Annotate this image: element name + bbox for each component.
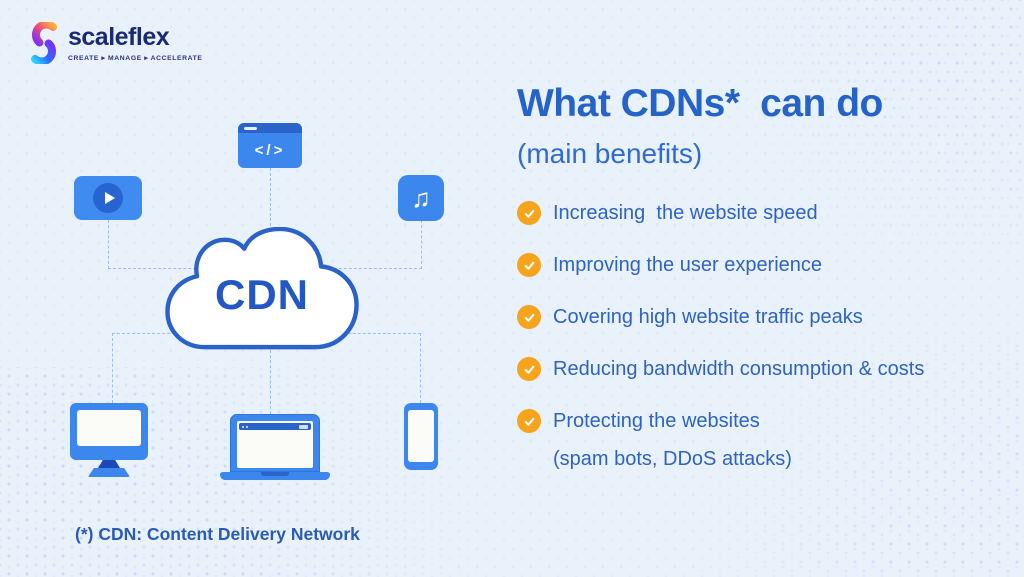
benefit-sublabel: (spam bots, DDoS attacks) — [553, 448, 792, 470]
video-player-icon — [74, 176, 142, 220]
smartphone-icon — [404, 403, 438, 470]
benefit-label: Improving the user experience — [553, 254, 823, 276]
monitor-screen — [77, 410, 141, 446]
brand-tagline: CREATE ▸ MANAGE ▸ ACCELERATE — [68, 55, 203, 62]
code-tag-label: </> — [254, 142, 286, 159]
code-window-icon: </> — [238, 123, 302, 168]
benefit-label: Reducing bandwidth consumption & costs — [553, 358, 925, 380]
brand-name: scaleflex — [68, 23, 170, 51]
benefit-label: Protecting the websites — [553, 410, 760, 432]
code-window-menu-pill — [244, 126, 257, 130]
music-note-glyph: ♫ — [411, 183, 431, 213]
benefit-label: Increasing the website speed — [553, 202, 818, 224]
benefit-item: Increasing the website speed — [517, 200, 818, 226]
check-icon — [517, 201, 541, 225]
check-icon — [517, 357, 541, 381]
check-icon — [517, 305, 541, 329]
benefit-item: Improving the user experience — [517, 252, 822, 278]
footnote: (*) CDN: Content Delivery Network — [75, 524, 360, 544]
page-subtitle: (main benefits) — [517, 138, 703, 169]
phone-screen — [408, 410, 434, 462]
check-icon — [517, 409, 541, 433]
benefit-item: Covering high website traffic peaks — [517, 304, 863, 330]
laptop-screen — [237, 421, 313, 468]
desktop-monitor-icon — [70, 403, 148, 477]
connector-cdn-to-laptop — [270, 350, 271, 414]
monitor-stand-neck — [98, 460, 120, 468]
cdn-cloud: CDN — [163, 227, 361, 355]
connector-cdn-to-phone — [420, 333, 421, 403]
laptop-base — [220, 472, 330, 480]
connector-music-to-cdn — [421, 220, 422, 269]
laptop-icon — [220, 414, 330, 480]
code-window-titlebar — [238, 123, 302, 133]
benefit-item: Protecting the websites — [517, 408, 760, 434]
cloud-shape — [165, 227, 359, 350]
scaleflex-logo: scaleflex CREATE ▸ MANAGE ▸ ACCELERATE — [28, 22, 203, 64]
connector-cdn-to-monitor — [112, 333, 113, 403]
cdn-label: CDN — [215, 271, 309, 318]
benefit-item: Reducing bandwidth consumption & costs — [517, 356, 924, 382]
check-icon — [517, 253, 541, 277]
benefit-label: Covering high website traffic peaks — [553, 306, 863, 328]
page-title: What CDNs* can do — [517, 82, 883, 125]
laptop-browser-bar — [239, 423, 311, 430]
scaleflex-logo-icon — [31, 22, 57, 64]
connector-code-to-cdn — [270, 168, 271, 231]
monitor-stand-foot — [88, 468, 130, 477]
connector-video-to-cdn — [108, 220, 109, 269]
play-icon — [93, 183, 123, 213]
music-icon: ♫ — [398, 175, 444, 221]
